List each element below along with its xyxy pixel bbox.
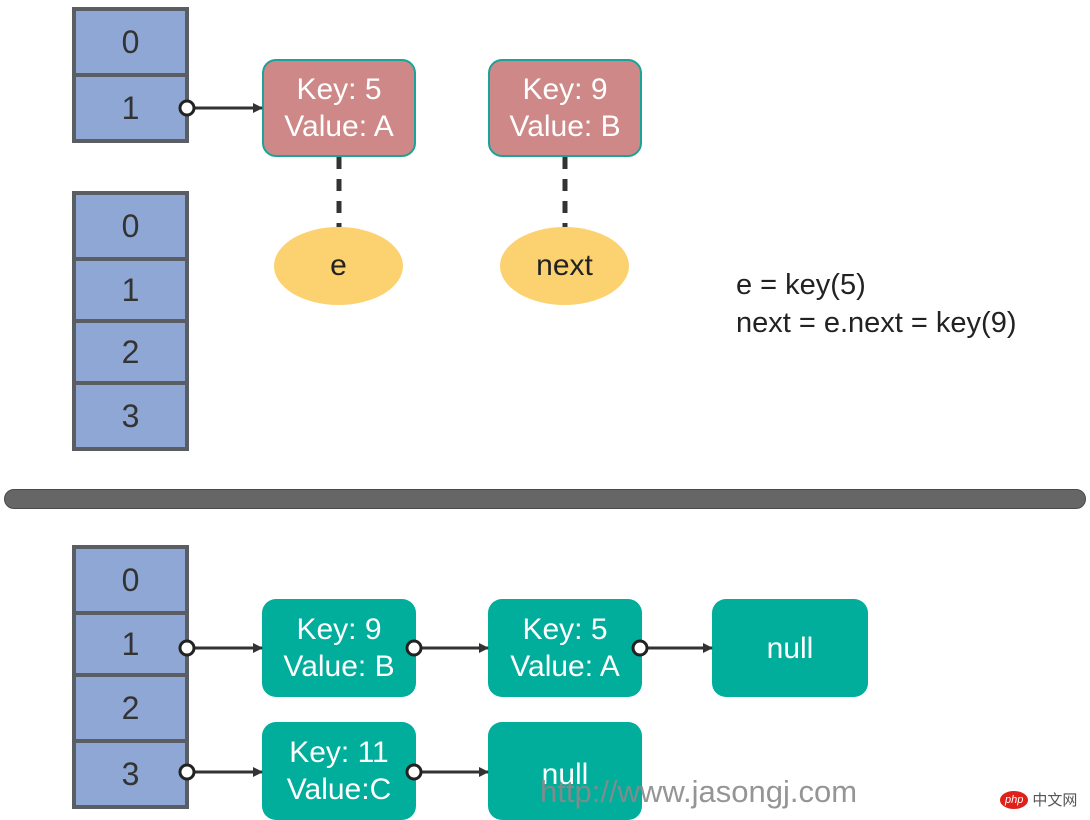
mid-array-cell-0: 0 <box>72 191 189 261</box>
note-line-2: next = e.next = key(9) <box>736 307 1017 339</box>
null-node-row1: null <box>712 599 868 697</box>
mid-array-cell-1: 1 <box>72 257 189 323</box>
mid-array-cell-3: 3 <box>72 381 189 451</box>
node-key9-new: Key: 9 Value: B <box>262 599 416 697</box>
null-label: null <box>541 757 589 791</box>
section-divider <box>4 489 1086 509</box>
node-key5-new: Key: 5 Value: A <box>488 599 642 697</box>
pointer-next: next <box>500 227 629 305</box>
node-key: Key: 9 <box>296 613 382 646</box>
bottom-array-cell-0: 0 <box>72 545 189 615</box>
node-key: Key: 5 <box>296 73 382 106</box>
php-logo: php <box>1000 790 1029 809</box>
node-value: Value: A <box>284 110 394 143</box>
top-array-cell-0: 0 <box>72 7 189 77</box>
bottom-array-cell-1: 1 <box>72 611 189 677</box>
badge-text: 中文网 <box>1032 792 1078 809</box>
note-line-1: e = key(5) <box>736 269 866 301</box>
node-value: Value: B <box>509 110 621 143</box>
null-label: null <box>766 631 814 665</box>
watermark-url: http://www.jasongj.com <box>540 774 858 809</box>
site-badge: php 中文网 <box>1000 789 1077 810</box>
node-key5-old: Key: 5 Value: A <box>262 59 416 157</box>
node-key11-new: Key: 11 Value:C <box>262 722 416 820</box>
top-array-cell-1: 1 <box>72 73 189 143</box>
node-key: Key: 9 <box>522 73 608 106</box>
bottom-array-cell-3: 3 <box>72 739 189 809</box>
mid-array-cell-2: 2 <box>72 319 189 385</box>
node-key: Key: 5 <box>522 613 608 646</box>
null-node-row2: null <box>488 722 642 820</box>
bottom-array-cell-2: 2 <box>72 673 189 743</box>
pointer-e: e <box>274 227 403 305</box>
node-value: Value: A <box>510 650 620 683</box>
node-value: Value:C <box>286 773 392 806</box>
node-key: Key: 11 <box>289 736 389 769</box>
node-key9-old: Key: 9 Value: B <box>488 59 642 157</box>
node-value: Value: B <box>283 650 395 683</box>
